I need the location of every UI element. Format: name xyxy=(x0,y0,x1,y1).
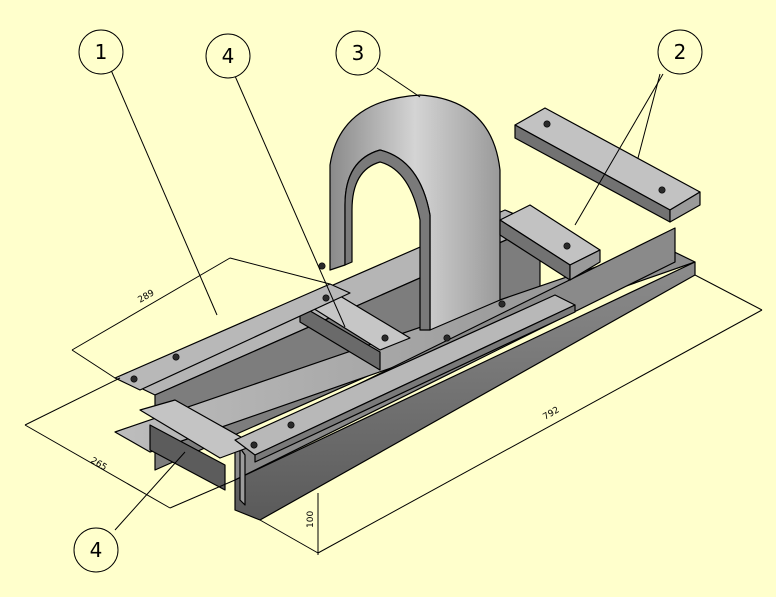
part-2-channel-lower xyxy=(499,204,601,281)
hole xyxy=(130,375,138,383)
balloon-4-upper: 4 xyxy=(205,33,251,79)
hole xyxy=(172,353,180,361)
part-4-front-cross xyxy=(139,399,256,491)
hole xyxy=(658,186,666,194)
balloon-label: 4 xyxy=(222,44,235,68)
leader-lines xyxy=(110,67,664,531)
dimension-text: 792 xyxy=(542,405,562,422)
hole xyxy=(287,421,295,429)
balloon-1: 1 xyxy=(78,29,124,75)
assembly-model xyxy=(114,94,701,521)
balloon-2: 2 xyxy=(657,29,703,75)
top-rail-right xyxy=(234,294,576,463)
hole xyxy=(250,441,258,449)
balloon-label: 3 xyxy=(352,41,365,65)
hole xyxy=(543,120,551,128)
part-2-channel-upper xyxy=(514,107,701,223)
hole xyxy=(381,334,389,342)
top-rail-left xyxy=(114,283,351,391)
hole xyxy=(443,334,451,342)
balloon-label: 1 xyxy=(95,40,108,64)
hole xyxy=(563,242,571,250)
bolt-holes xyxy=(130,120,666,449)
hole xyxy=(322,294,330,302)
part-3-arch xyxy=(329,94,501,331)
dimension-289: 289 xyxy=(71,257,331,379)
balloon-label: 4 xyxy=(90,538,103,562)
dimension-100: 100 xyxy=(306,493,319,555)
balloon-3: 3 xyxy=(335,30,381,76)
balloon-4-lower: 4 xyxy=(73,527,119,573)
dimension-text: 100 xyxy=(306,511,316,528)
balloon-label: 2 xyxy=(674,40,687,64)
hole xyxy=(498,300,506,308)
